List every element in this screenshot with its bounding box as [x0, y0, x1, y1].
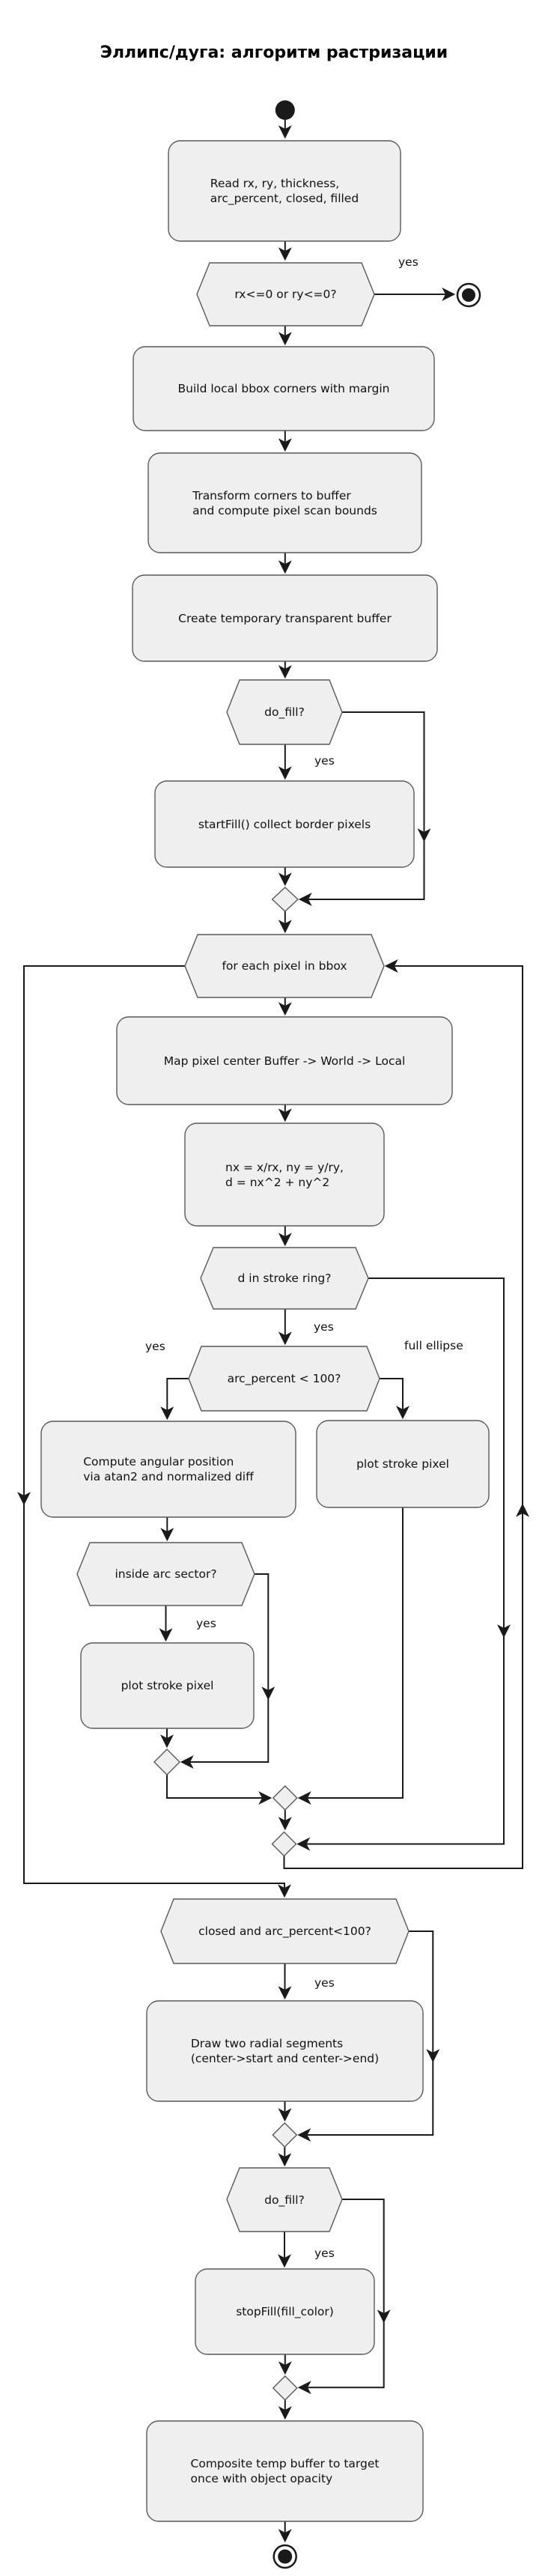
loop-pixels-shape	[184, 934, 385, 998]
decision-dofill1-shape	[226, 679, 343, 745]
decision-ring-shape	[200, 1247, 369, 1310]
end-node-early-dot	[462, 288, 475, 302]
decision-closed-shape	[160, 1898, 410, 1964]
edge-label-radii-yes: yes	[398, 255, 418, 269]
merge-E-shape	[272, 2375, 298, 2401]
edge-sector-no-a	[255, 1573, 275, 1701]
merge-D-shape	[272, 2122, 298, 2148]
activity-angular-shape	[40, 1421, 296, 1518]
edge-mergeA-to-mergeB	[166, 1775, 273, 1805]
edge-plotfull-to-mergeB	[297, 1507, 404, 1805]
end-node-final-dot	[278, 2549, 293, 2564]
edge-dofill1-no-b	[298, 840, 425, 906]
merge-C-shape	[271, 1831, 297, 1857]
edge-loopexit-b	[23, 1504, 291, 1898]
edge-label-arc-full: full ellipse	[404, 1339, 463, 1352]
activity-radial-shape	[146, 2000, 424, 2102]
merge-A-shape	[153, 1749, 180, 1775]
edge-label-sector-yes: yes	[196, 1617, 216, 1630]
edges	[17, 120, 529, 2543]
nodes	[40, 100, 490, 2569]
edge-loopexit-a	[17, 965, 185, 1506]
activity-create-buffer-shape	[132, 574, 438, 662]
activity-map-pixel-shape	[116, 1016, 453, 1105]
edge-label-arc-yes: yes	[145, 1340, 165, 1353]
activity-composite-shape	[146, 2420, 424, 2522]
edge-arc-yes	[160, 1378, 189, 1421]
start-node	[275, 100, 295, 120]
edge-ring-no-b	[296, 1636, 505, 1851]
edge-loopback-b	[384, 959, 523, 1505]
decision-dofill2-shape	[226, 2167, 343, 2232]
edge-ring-no-a	[368, 1278, 511, 1638]
decision-radii-shape	[196, 262, 375, 326]
edge-closed-no-a	[409, 1931, 440, 2063]
decision-sector-shape	[76, 1542, 255, 1606]
edge-dofill2-no-b	[297, 2321, 385, 2395]
edge-label-ring-yes: yes	[314, 1320, 334, 1334]
decision-arc-shape	[188, 1346, 380, 1412]
activity-read-params-shape	[168, 140, 401, 242]
page-title: Эллипс/дуга: алгоритм растризации	[100, 43, 448, 62]
edge-dofill1-no-a	[342, 711, 431, 842]
activity-transform-shape	[147, 452, 422, 553]
edge-loopback-a	[283, 1503, 529, 1869]
activity-stopfill-shape	[195, 2268, 375, 2355]
merge-B-shape	[272, 1785, 298, 1811]
edge-dofill2-no-a	[342, 2199, 391, 2324]
edge-sector-no-b	[180, 1698, 270, 1769]
edge-closed-no-b	[297, 2061, 434, 2142]
activity-build-bbox-shape	[133, 346, 435, 431]
merge-1-shape	[271, 887, 299, 912]
activity-startfill-shape	[154, 780, 415, 868]
activity-plot-arc-shape	[80, 1642, 255, 1729]
activity-compute-d-shape	[184, 1123, 385, 1227]
edge-label-fill1-yes: yes	[314, 754, 335, 768]
edge-label-fill2-yes: yes	[314, 2247, 335, 2260]
edge-label-closed-yes: yes	[314, 1976, 335, 1990]
edge-arc-full	[380, 1378, 410, 1420]
activity-plot-full-shape	[316, 1420, 490, 1508]
